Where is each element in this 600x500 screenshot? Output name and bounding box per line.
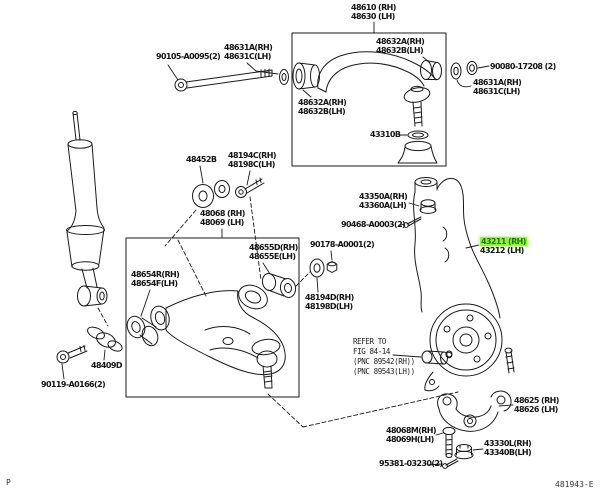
lower-bj-bracket-drawing — [437, 390, 512, 432]
part-label-arm-bolt[interactable]: 48194D(RH) 48198D(LH) — [305, 293, 354, 311]
part-label-lower-bj[interactable]: 48625 (RH) 48626 (LH) — [514, 396, 559, 414]
speed-sensor-drawing — [421, 350, 453, 365]
bj-nut-drawing — [403, 199, 437, 228]
part-label-upper-arm[interactable]: 48610 (RH) 48630 (LH) — [351, 3, 396, 21]
shock-bushing-drawing — [87, 326, 123, 352]
cam-drawing — [192, 177, 265, 208]
figure-code: 481943-E — [555, 480, 594, 489]
lower-arm-box — [125, 237, 300, 398]
shock-absorber-drawing — [66, 110, 108, 307]
highlighted-part-number: 43211 (RH) — [480, 237, 527, 246]
pivot-bolt-drawing — [174, 68, 273, 92]
part-label-lower-bj-bolt[interactable]: 48068M(RH) 48069H(LH) — [386, 426, 437, 444]
arm-nut-drawing — [309, 258, 338, 278]
page-marker: P — [6, 478, 11, 487]
rear-bushing-drawing — [261, 273, 297, 298]
part-label-bush-front[interactable]: 48654R(RH) 48654F(LH) — [131, 270, 180, 288]
part-label-bush-rear[interactable]: 48655D(RH) 48655E(LH) — [249, 243, 298, 261]
part-label-bj-cotter[interactable]: 90468-A0003(2) — [341, 220, 406, 229]
part-label-bush-upper-right[interactable]: 48632A(RH) 48632B(LH) — [376, 37, 425, 55]
part-label-bush-upper-left[interactable]: 48632A(RH) 48632B(LH) — [298, 98, 347, 116]
front-bushing-drawing — [126, 315, 159, 347]
part-label-bj-nut[interactable]: 43350A(RH) 43360A(LH) — [359, 192, 408, 210]
part-label-washer-left[interactable]: 48631A(RH) 48631C(LH) — [224, 43, 273, 61]
pivot-nut-drawing — [450, 61, 478, 80]
part-label-pivot-bolt[interactable]: 90105-A0095(2) — [156, 52, 221, 61]
lower-arm-drawing — [150, 284, 286, 389]
refer-note: REFER TO FIG 84-14 (PNC 89542(RH)) (PNC … — [353, 337, 415, 376]
pivot-washer-left-drawing — [279, 69, 289, 85]
shock-bolt-drawing — [56, 345, 88, 364]
part-label-cam-bolt-upper[interactable]: 48194C(RH) 48198C(LH) — [228, 151, 276, 169]
upper-arm-drawing — [292, 51, 442, 164]
knuckle-drawing — [413, 177, 515, 392]
part-label-lower-bj-nut[interactable]: 43330L(RH) 43340B(LH) — [484, 439, 532, 457]
part-label-arm-nut[interactable]: 90178-A0001(2) — [310, 240, 375, 249]
part-label-knuckle[interactable]: 43211 (RH) 43212 (LH) — [480, 237, 527, 255]
part-label-lower-bj-cotter[interactable]: 95381-03230(2) — [379, 459, 443, 468]
part-label-shock-retainer[interactable]: 48409D — [91, 361, 122, 370]
part-label-pivot-nut[interactable]: 90080-17208 (2) — [490, 62, 556, 71]
part-label-washer-right[interactable]: 48631A(RH) 48631C(LH) — [473, 78, 522, 96]
part-label-shock-bolt[interactable]: 90119-A0166(2) — [41, 380, 106, 389]
part-label-snap-ring[interactable]: 43310B — [370, 130, 401, 139]
lower-bj-fasteners-drawing — [442, 426, 474, 469]
part-label-shock[interactable]: 48068 (RH) 48069 (LH) — [200, 209, 245, 227]
assembly-dashed-lines — [97, 196, 459, 428]
upper-arm-box — [291, 32, 447, 167]
part-label-cam-plate[interactable]: 48452B — [186, 155, 217, 164]
